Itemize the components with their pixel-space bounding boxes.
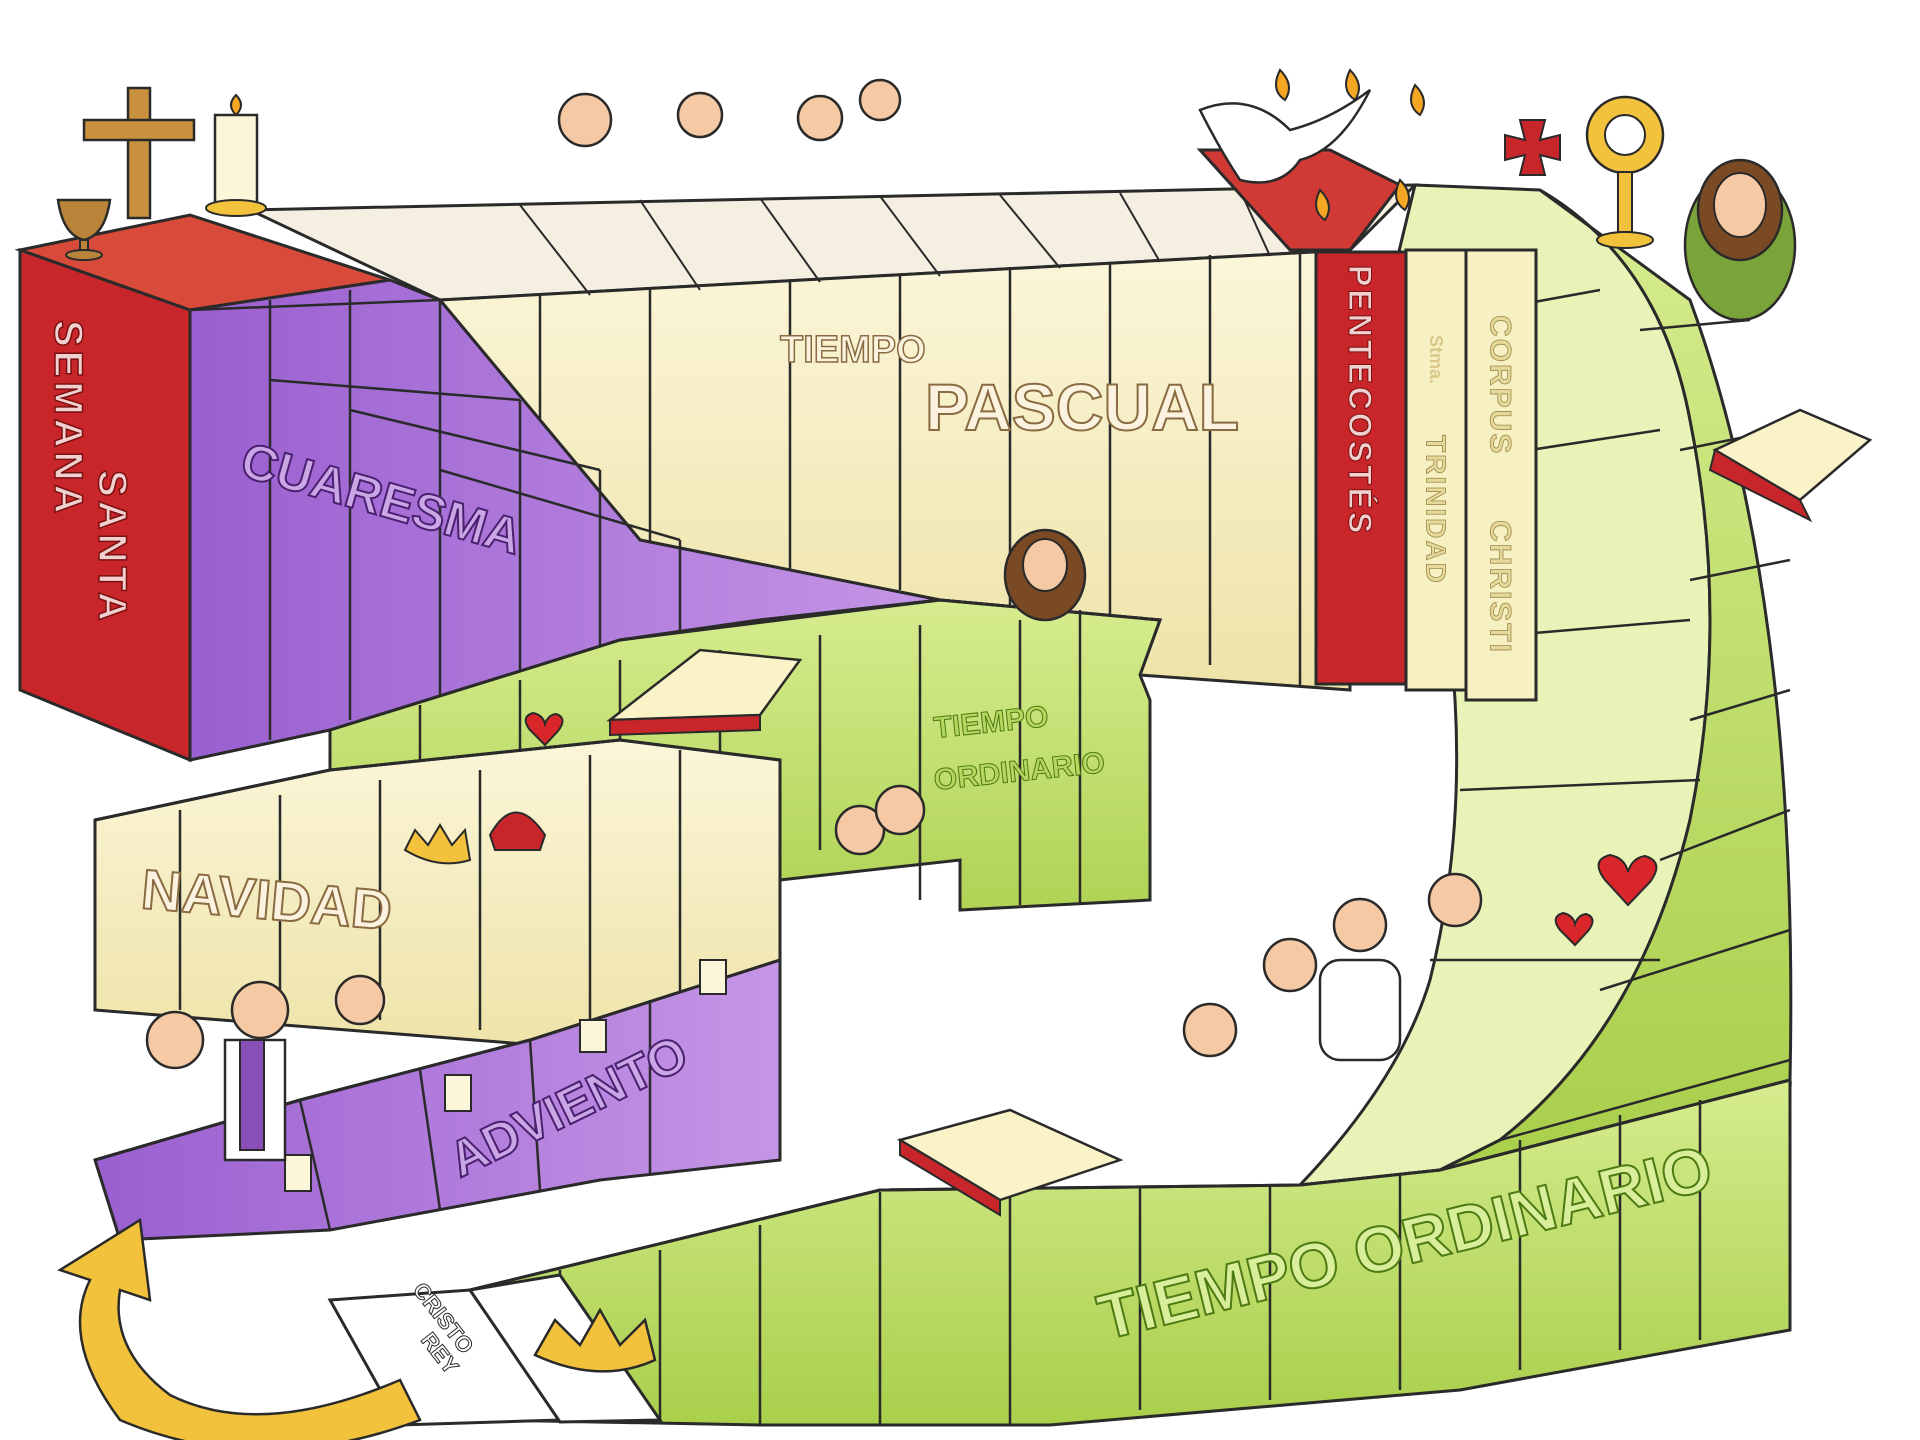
book-icon xyxy=(1708,408,1873,523)
candle-icon xyxy=(205,93,267,217)
label-christi: CHRISTI xyxy=(1484,520,1517,654)
label-corpus: CORPUS xyxy=(1484,315,1517,455)
crown-icon-navidad xyxy=(403,811,547,865)
jesus-figure xyxy=(1683,158,1797,322)
monstrance-icon xyxy=(1585,95,1665,249)
candle-icon-adviento xyxy=(284,959,727,1192)
label-pentecostes: PENTECOSTÉS xyxy=(1342,265,1378,536)
cross-icon xyxy=(82,86,196,220)
arrow-icon xyxy=(57,1217,422,1440)
semana-santa-block xyxy=(14,213,391,763)
pentecostes-column xyxy=(1196,148,1538,702)
book-icon-center xyxy=(606,648,803,737)
label-trinidad: TRINIDAD xyxy=(1421,435,1452,585)
red-cross-icon xyxy=(1504,119,1561,176)
label-tiempo-pascual-2: PASCUAL xyxy=(925,370,1239,444)
heart-icon xyxy=(524,711,1658,947)
navidad-stairs xyxy=(93,738,782,1052)
dove-icon xyxy=(1198,88,1372,184)
label-tiempo-pascual-1: TIEMPO xyxy=(780,329,926,371)
chalice-icon xyxy=(56,198,112,261)
book-icon-bottom xyxy=(896,1108,1124,1217)
crown-icon xyxy=(533,1307,657,1373)
people-group xyxy=(145,78,1483,1162)
adviento-stairs xyxy=(93,957,782,1242)
green-curve-band xyxy=(468,183,1793,1427)
jesus-figure-small xyxy=(1003,528,1087,622)
label-santa: SANTA xyxy=(90,470,134,625)
flame-icon xyxy=(1275,68,1425,222)
cuaresma-stairs xyxy=(188,278,941,762)
label-semana: SEMANA xyxy=(46,320,90,517)
label-stma: Stma. xyxy=(1426,335,1446,384)
